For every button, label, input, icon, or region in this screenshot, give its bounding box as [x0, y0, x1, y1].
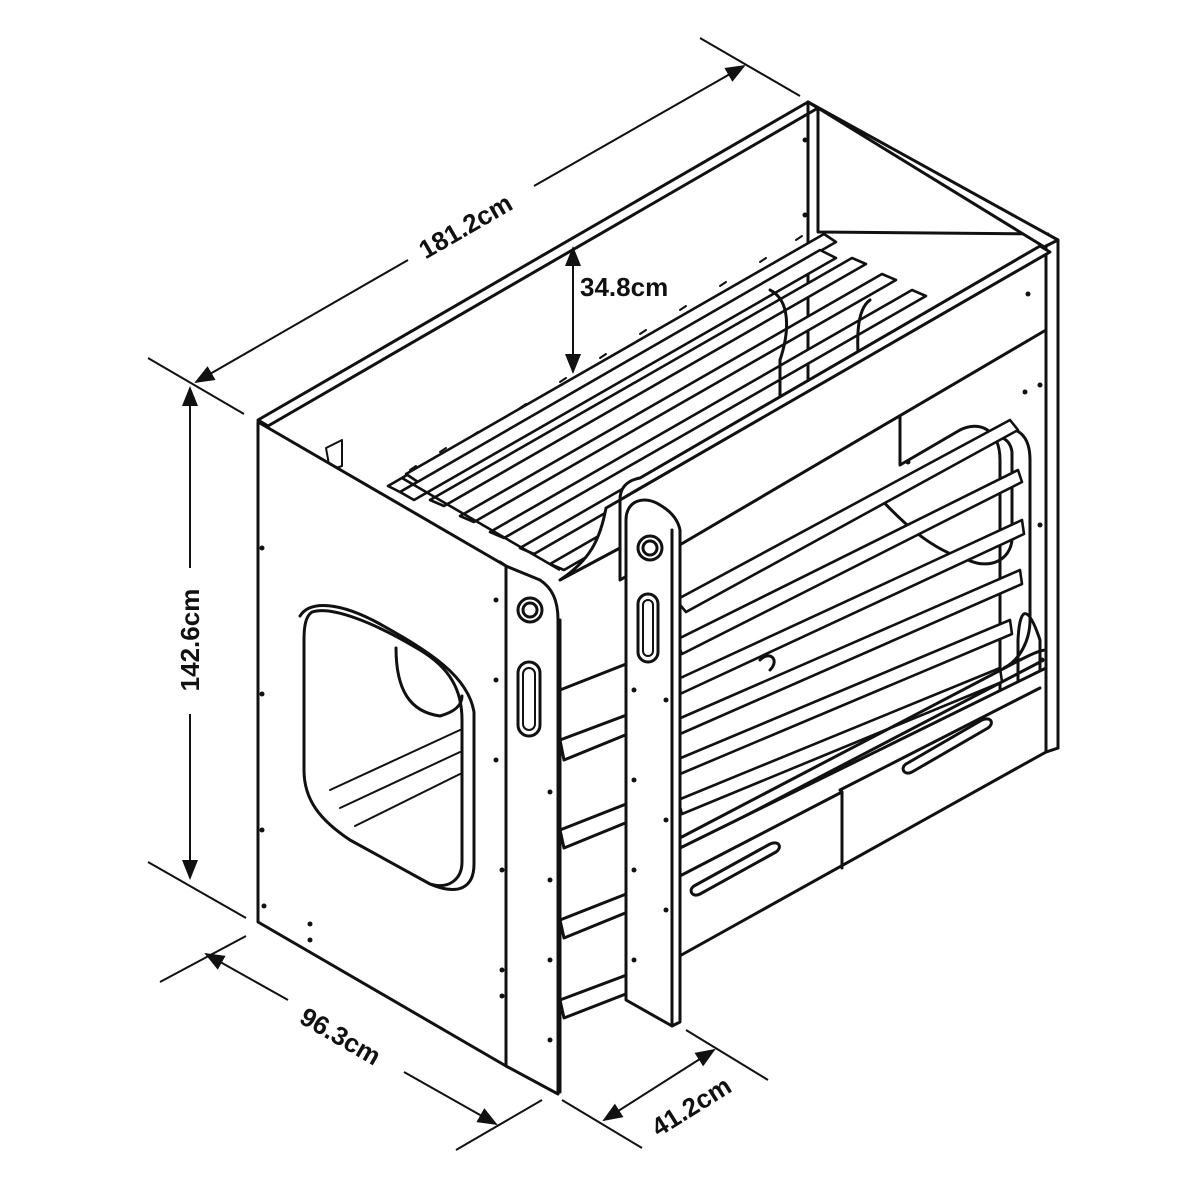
height-label: 142.6cm [175, 589, 205, 692]
ladder-depth-label: 41.2cm [646, 1070, 737, 1142]
height-dimension: 142.6cm [147, 386, 247, 919]
front-guard-rail [558, 244, 1052, 582]
storage-drawers [674, 666, 1048, 960]
bottom-bunk [674, 418, 1048, 852]
ladder-post [624, 498, 682, 1028]
back-side-panel [256, 100, 1050, 471]
guard-height-dimension: 34.8cm [565, 246, 668, 374]
ladder-depth-dimension: 41.2cm [561, 1029, 769, 1149]
guard-height-label: 34.8cm [580, 272, 668, 302]
length-label: 181.2cm [414, 188, 518, 265]
foot-end-panel [256, 420, 560, 1096]
width-label: 96.3cm [295, 1001, 386, 1071]
